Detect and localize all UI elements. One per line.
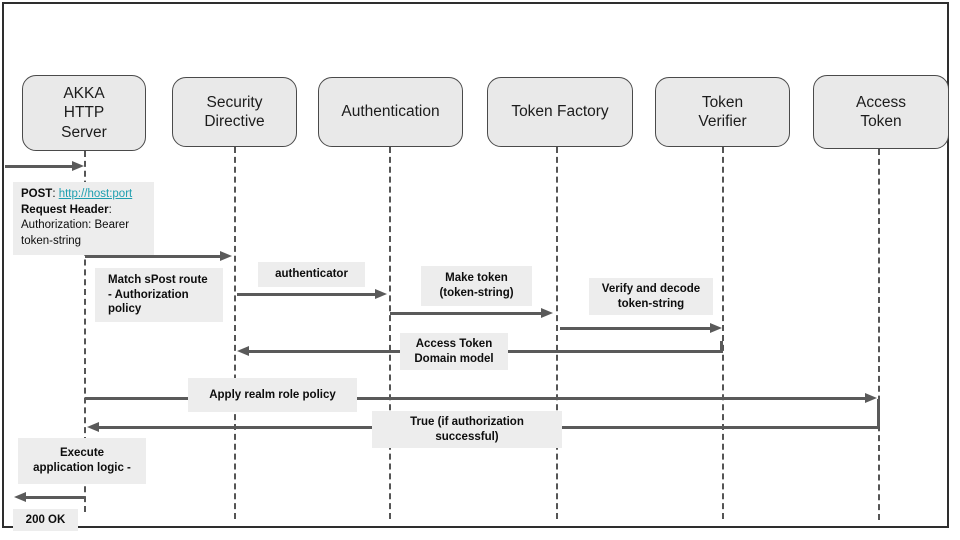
arrowhead-right-icon xyxy=(72,161,84,171)
lifeline-token-verifier xyxy=(722,147,724,519)
actor-akka-http-server: AKKA HTTP Server xyxy=(22,75,146,151)
arrowhead-right-icon xyxy=(375,289,387,299)
arrow-200-ok xyxy=(26,496,85,499)
actor-label: Token Verifier xyxy=(698,93,747,130)
actor-label: Token Factory xyxy=(511,103,609,121)
actor-security-directive: Security Directive xyxy=(172,77,297,147)
arrowhead-left-icon xyxy=(237,346,249,356)
arrowhead-left-icon xyxy=(14,492,26,502)
host-port-link[interactable]: http://host:port xyxy=(58,188,133,200)
note-line-header: Request Header: xyxy=(21,203,146,219)
message-label-execute-application-logic: Execute application logic - xyxy=(18,438,146,484)
note-post-request: POST: http://host:port Request Header: A… xyxy=(13,182,154,255)
message-label-200-ok: 200 OK xyxy=(13,509,78,531)
arrow-make-token xyxy=(390,312,541,315)
actor-access-token: Access Token xyxy=(813,75,949,149)
lifeline-security-directive xyxy=(234,147,236,519)
message-label-access-token-domain-model: Access Token Domain model xyxy=(400,333,508,370)
arrow-authenticator xyxy=(237,293,375,296)
message-label-authenticator: authenticator xyxy=(258,262,365,287)
arrow-apply-realm-role-policy xyxy=(85,397,865,400)
actor-label: Authentication xyxy=(341,103,440,121)
message-label-true-authorization: True (if authorization successful) xyxy=(372,411,562,448)
arrowhead-left-icon xyxy=(87,422,99,432)
separator: : xyxy=(108,203,112,216)
lifeline-akka-http-server xyxy=(84,151,86,512)
arrowhead-right-icon xyxy=(541,308,553,318)
arrowhead-right-icon xyxy=(220,251,232,261)
connector-stub xyxy=(720,341,723,352)
message-label-match-route: Match sPost route - Authorization policy xyxy=(95,268,223,322)
message-label-apply-realm-role-policy: Apply realm role policy xyxy=(188,378,357,412)
message-label-verify-decode: Verify and decode token-string xyxy=(589,278,713,315)
actor-label: AKKA HTTP Server xyxy=(61,84,107,141)
note-line-method: POST: http://host:port xyxy=(21,187,146,203)
post-method: POST xyxy=(21,188,53,200)
lifeline-access-token xyxy=(878,149,880,520)
lifeline-authentication xyxy=(389,147,391,519)
actor-token-factory: Token Factory xyxy=(487,77,633,147)
arrow-post-request xyxy=(5,165,73,168)
actor-authentication: Authentication xyxy=(318,77,463,147)
arrow-verify-decode xyxy=(560,327,710,330)
connector-stub xyxy=(877,399,880,427)
separator: : xyxy=(52,188,59,200)
actor-label: Security Directive xyxy=(204,93,265,130)
message-label-make-token: Make token (token-string) xyxy=(421,266,532,306)
header-value: Authorization: Bearer token-string xyxy=(21,219,130,247)
actor-label: Access Token xyxy=(856,93,906,130)
arrow-match-route xyxy=(85,255,220,258)
actor-token-verifier: Token Verifier xyxy=(655,77,790,147)
arrowhead-right-icon xyxy=(865,393,877,403)
header-label: Request Header xyxy=(21,203,109,216)
lifeline-token-factory xyxy=(556,147,558,519)
arrowhead-right-icon xyxy=(710,323,722,333)
